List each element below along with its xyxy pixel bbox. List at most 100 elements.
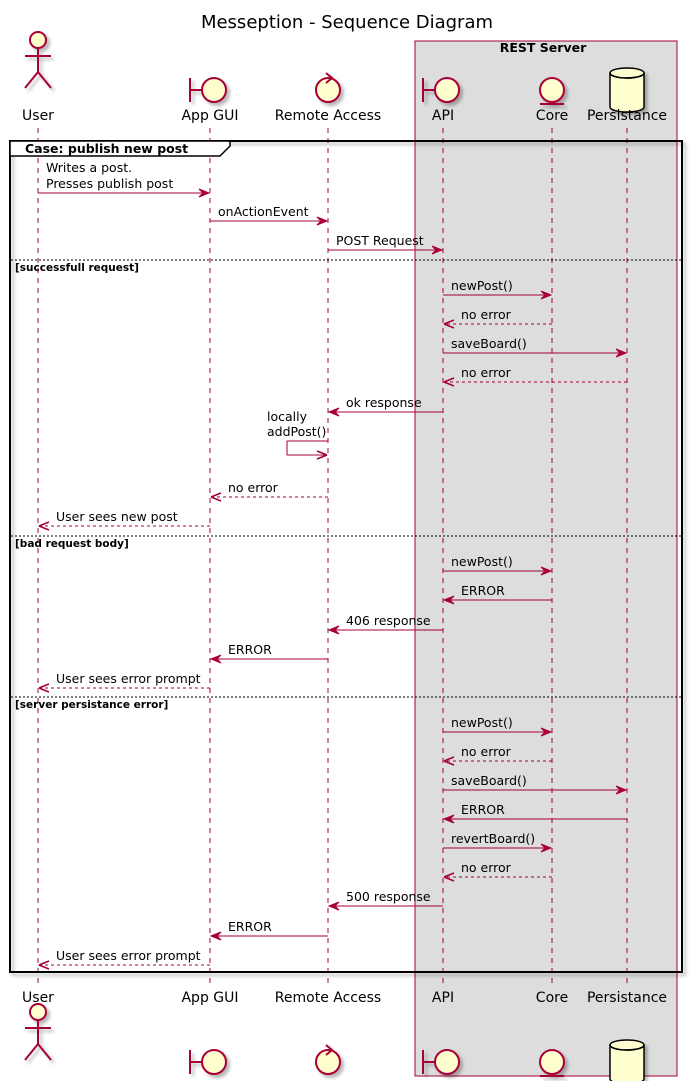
boundary-icon xyxy=(422,1049,460,1075)
arrowhead xyxy=(316,450,328,460)
message-label: saveBoard() xyxy=(451,336,527,351)
section-separators: [successfull request] [bad request body] [… xyxy=(11,259,681,711)
message: User sees new post xyxy=(38,509,210,531)
message-label: no error xyxy=(461,365,512,380)
arrowhead xyxy=(443,872,455,882)
message: saveBoard() xyxy=(443,336,628,358)
message: saveBoard() xyxy=(443,773,628,795)
boundary-icon xyxy=(189,1049,227,1075)
case-frame: Case: publish new post xyxy=(9,140,683,973)
message-label: revertBoard() xyxy=(451,831,535,846)
message: no error xyxy=(443,307,552,329)
arrowhead xyxy=(38,683,50,693)
message: 406 response xyxy=(327,613,443,635)
arrowhead xyxy=(442,814,455,824)
message: newPost() xyxy=(443,554,553,576)
message-label: User sees error prompt xyxy=(56,948,201,963)
message: 500 response xyxy=(327,889,443,911)
message-label: ERROR xyxy=(461,583,505,598)
arrowhead xyxy=(327,625,340,635)
section-label: [successfull request] xyxy=(15,262,139,274)
lifelines xyxy=(37,128,628,986)
participant-core-bottom: Core xyxy=(536,990,568,1077)
message: User sees error prompt xyxy=(38,671,210,693)
message-label: User sees new post xyxy=(56,509,178,524)
message-label: Presses publish post xyxy=(46,176,173,191)
message-label: locally xyxy=(267,409,308,424)
entity-icon xyxy=(539,77,565,105)
section-separator: [successfull request] xyxy=(11,259,681,274)
arrowhead xyxy=(38,960,50,970)
message-label: newPost() xyxy=(451,715,513,730)
arrowhead xyxy=(209,931,222,941)
database-icon xyxy=(609,1039,645,1081)
arrowhead xyxy=(443,319,455,329)
message: ERROR xyxy=(442,802,627,824)
control-icon xyxy=(315,1044,341,1075)
participant-user-top: User xyxy=(22,31,54,124)
message: ok response xyxy=(327,395,443,417)
message: no error xyxy=(210,480,328,502)
participant-label-persist: Persistance xyxy=(587,108,667,124)
message: onActionEvent xyxy=(210,204,329,226)
arrowhead xyxy=(327,407,340,417)
message-label: ERROR xyxy=(461,802,505,817)
participant-label-api: API xyxy=(432,990,454,1006)
message: User sees error prompt xyxy=(38,948,210,970)
participant-user-bottom: User xyxy=(22,990,54,1061)
actor-icon xyxy=(24,31,52,89)
database-icon xyxy=(609,67,645,113)
message-label: no error xyxy=(461,744,512,759)
section-label: [server persistance error] xyxy=(15,699,168,711)
arrowhead xyxy=(442,595,455,605)
message-label: User sees error prompt xyxy=(56,671,201,686)
message-label: newPost() xyxy=(451,278,513,293)
frame-tab xyxy=(9,140,231,157)
message: ERROR xyxy=(209,919,328,941)
arrowhead xyxy=(443,756,455,766)
participant-remote-bottom: Remote Access xyxy=(275,990,381,1075)
message-label: newPost() xyxy=(451,554,513,569)
message-label: no error xyxy=(228,480,279,495)
participant-api-bottom: API xyxy=(422,990,460,1075)
message: Writes a post.Presses publish post xyxy=(38,160,211,198)
arrowhead xyxy=(431,245,444,255)
participant-label-remote: Remote Access xyxy=(275,108,381,124)
message: ERROR xyxy=(442,583,552,605)
frame-border xyxy=(9,140,683,973)
participant-label-core: Core xyxy=(536,108,568,124)
message-label: POST Request xyxy=(336,233,424,248)
messages: Writes a post.Presses publish post onActi… xyxy=(38,160,628,970)
participant-label-user: User xyxy=(22,108,54,124)
arrowhead xyxy=(540,566,553,576)
message: ERROR xyxy=(209,642,328,664)
message-label: ok response xyxy=(346,395,422,410)
rest-server-label: REST Server xyxy=(500,40,587,55)
rest-server-group: REST Server xyxy=(414,40,678,1077)
message-label: 406 response xyxy=(346,613,431,628)
boundary-icon xyxy=(422,77,460,103)
participant-label-gui: App GUI xyxy=(181,108,238,124)
message-label: ERROR xyxy=(228,919,272,934)
arrowhead xyxy=(209,654,222,664)
message: no error xyxy=(443,365,627,387)
participant-label-user: User xyxy=(22,990,54,1006)
arrowhead xyxy=(615,785,628,795)
participant-persist-bottom: Persistance xyxy=(587,990,667,1081)
participant-gui-bottom: App GUI xyxy=(181,990,239,1075)
diagram-title: Messeption - Sequence Diagram xyxy=(201,12,493,33)
message: revertBoard() xyxy=(443,831,553,853)
participant-persist-top: Persistance xyxy=(587,67,667,124)
arrowhead xyxy=(327,901,340,911)
section-separator: [bad request body] xyxy=(11,535,681,550)
message: no error xyxy=(443,744,552,766)
participant-api-top: API xyxy=(422,77,460,124)
arrowhead xyxy=(198,188,211,198)
message-label: no error xyxy=(461,860,512,875)
arrowhead xyxy=(540,290,553,300)
arrowhead xyxy=(540,727,553,737)
entity-icon xyxy=(539,1049,565,1077)
arrowhead xyxy=(38,521,50,531)
